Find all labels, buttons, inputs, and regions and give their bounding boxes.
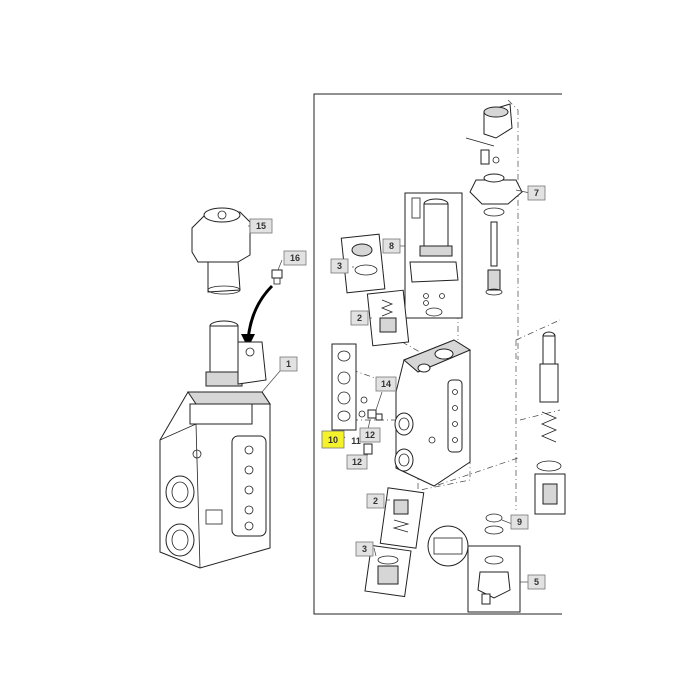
svg-text:5: 5 (534, 577, 539, 587)
plug-kit-lower-part (364, 544, 412, 598)
svg-text:10: 10 (328, 435, 338, 445)
seal-ring-part (427, 513, 504, 567)
cartridge-part (205, 320, 267, 387)
svg-text:15: 15 (256, 221, 266, 231)
plug-kit-upper-part (340, 233, 386, 294)
callout-2-lower[interactable]: 2 (366, 493, 385, 509)
svg-text:2: 2 (357, 313, 362, 323)
small-seals-part (358, 396, 383, 455)
screw-part (271, 269, 283, 285)
callout-3-upper[interactable]: 3 (330, 258, 349, 274)
flange-kit-part (467, 545, 521, 613)
callout-9[interactable]: 9 (510, 514, 529, 530)
svg-text:14: 14 (381, 379, 391, 389)
spool-spring-lower-part (379, 487, 425, 549)
callout-2-upper[interactable]: 2 (350, 310, 369, 326)
callout-7[interactable]: 7 (527, 185, 546, 201)
callout-1[interactable]: 1 (279, 356, 298, 372)
callout-12-lower[interactable]: 12 (346, 454, 368, 470)
seal-plate-part (331, 343, 357, 431)
svg-text:16: 16 (290, 253, 300, 263)
solenoid-cap-part (191, 207, 251, 295)
solenoid-assembly-part (465, 103, 523, 296)
cartridge-kit-part (404, 192, 463, 319)
callout-3-lower[interactable]: 3 (355, 541, 374, 557)
svg-text:8: 8 (389, 241, 394, 251)
svg-text:12: 12 (352, 457, 362, 467)
svg-text:3: 3 (337, 261, 342, 271)
relief-spool-part (534, 331, 566, 515)
valve-body-part (159, 391, 271, 569)
spool-spring-upper-part (366, 289, 410, 347)
assembled-valve-view (159, 207, 283, 569)
svg-text:11: 11 (351, 436, 361, 446)
callout-11[interactable]: 11 (351, 436, 361, 446)
svg-text:1: 1 (286, 359, 291, 369)
callout-8[interactable]: 8 (382, 238, 401, 254)
arrow-head (241, 334, 255, 348)
callout-12-upper[interactable]: 12 (359, 427, 381, 443)
svg-text:2: 2 (373, 496, 378, 506)
callout-15[interactable]: 15 (249, 218, 273, 234)
callout-14[interactable]: 14 (375, 376, 397, 392)
svg-text:7: 7 (534, 188, 539, 198)
callout-16[interactable]: 16 (283, 250, 307, 266)
exploded-view-frame (313, 93, 562, 615)
valve-section-part (394, 339, 472, 487)
callout-5[interactable]: 5 (527, 574, 546, 590)
svg-text:3: 3 (362, 544, 367, 554)
svg-text:9: 9 (517, 517, 522, 527)
callout-10[interactable]: 10 (321, 430, 345, 449)
insert-arrow (246, 284, 274, 341)
svg-text:12: 12 (365, 430, 375, 440)
